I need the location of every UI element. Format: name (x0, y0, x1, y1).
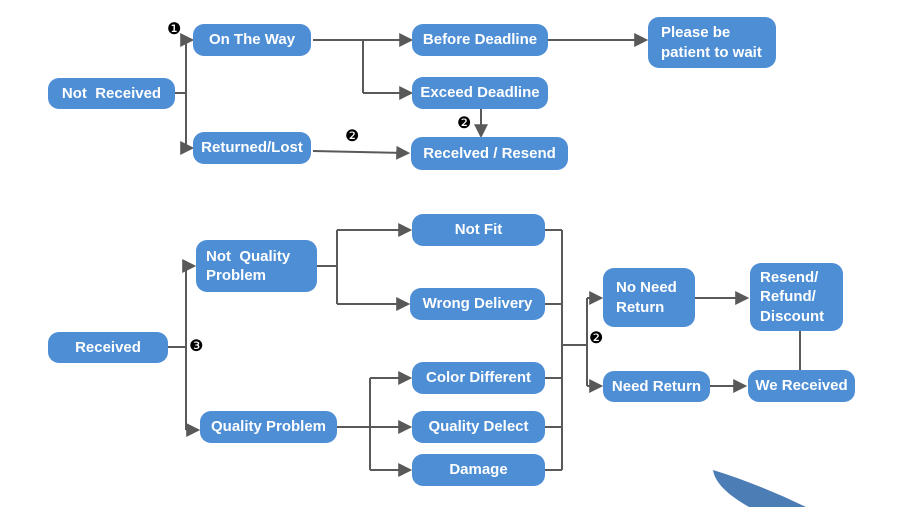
step-2-marker-branch: ❷ (589, 328, 604, 347)
node-damage: Damage (412, 454, 545, 486)
step-3-marker: ❸ (189, 336, 204, 355)
node-color-different: Color Different (412, 362, 545, 394)
node-need-return: Need Return (603, 371, 710, 402)
node-on-the-way-label: On The Way (208, 31, 296, 49)
node-no-need-return-label: No Need Return (616, 279, 677, 316)
node-color-different-label: Color Different (426, 369, 531, 387)
node-we-received-label: We Received (755, 377, 848, 395)
node-not-fit-label: Not Fit (454, 221, 503, 239)
node-exceed-deadline-label: Exceed Deadline (420, 84, 540, 102)
node-wrong-delivery: Wrong Delivery (410, 288, 545, 320)
node-received-resend: Recelved / Resend (411, 137, 568, 170)
node-before-deadline: Before Deadline (412, 24, 548, 56)
node-resend-refund-discount-label: Resend/ Refund/ Discount (760, 269, 825, 325)
connector-trunks (168, 40, 801, 471)
node-returned-lost-label: Returned/Lost (201, 139, 303, 157)
node-exceed-deadline: Exceed Deadline (412, 77, 548, 109)
node-quality-delect: Quality Delect (412, 411, 545, 443)
node-quality-problem-label: Quality Problem (210, 418, 327, 436)
node-quality-problem: Quality Problem (200, 411, 337, 443)
node-received-label: Received (75, 338, 141, 356)
node-no-need-return: No Need Return (603, 268, 695, 327)
node-not-received: Not Received (48, 78, 175, 109)
swoosh-decoration (713, 470, 806, 507)
node-not-quality-problem-label: Not Quality Problem (206, 247, 291, 284)
node-returned-lost: Returned/Lost (193, 132, 311, 164)
node-not-fit: Not Fit (412, 214, 545, 246)
node-before-deadline-label: Before Deadline (422, 31, 538, 49)
step-2-marker-returned: ❷ (345, 126, 360, 145)
node-damage-label: Damage (449, 461, 508, 479)
arrow-returned-to-resend (312, 145, 411, 160)
node-received-resend-label: Recelved / Resend (423, 144, 556, 162)
node-wrong-delivery-label: Wrong Delivery (422, 295, 533, 313)
node-we-received: We Received (748, 370, 855, 402)
node-quality-delect-label: Quality Delect (428, 418, 529, 436)
step-1-marker: ❶ (167, 19, 182, 38)
node-please-wait: Please be patient to wait (648, 17, 776, 68)
node-not-quality-problem: Not Quality Problem (196, 240, 317, 292)
node-on-the-way: On The Way (193, 24, 311, 56)
node-need-return-label: Need Return (611, 377, 702, 395)
node-please-wait-label: Please be patient to wait (661, 24, 762, 61)
node-resend-refund-discount: Resend/ Refund/ Discount (750, 263, 843, 331)
step-2-marker-exceed: ❷ (457, 113, 472, 132)
node-received: Received (48, 332, 168, 363)
node-not-received-label: Not Received (61, 84, 162, 102)
